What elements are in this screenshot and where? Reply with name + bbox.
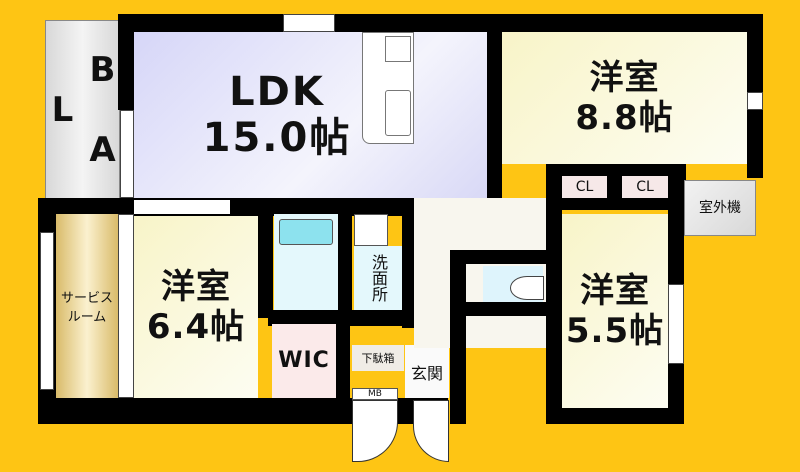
entrance-label: 玄関 xyxy=(410,363,443,383)
entrance-door[interactable] xyxy=(413,400,449,462)
wall xyxy=(268,198,413,216)
outdoor-unit: 室外機 xyxy=(684,180,756,236)
closet-label: CL xyxy=(636,179,654,195)
wall xyxy=(268,310,418,326)
wall xyxy=(258,198,273,318)
washroom-label: 洗面所 xyxy=(369,254,388,302)
window xyxy=(283,14,335,32)
window xyxy=(747,92,763,110)
closet-label: CL xyxy=(575,179,594,195)
room-name: 洋室 xyxy=(589,58,660,98)
window xyxy=(668,284,684,364)
bathtub-icon xyxy=(279,219,333,245)
room-size: 8.8帖 xyxy=(575,98,674,138)
service-room-line1: サービス xyxy=(60,291,113,306)
wall xyxy=(450,250,466,424)
western-room-5-5: 洋室 5.5帖 xyxy=(562,214,668,408)
washroom: 洗面所 xyxy=(354,246,402,310)
wall xyxy=(402,198,414,328)
balcony: B A L xyxy=(42,20,123,200)
wall xyxy=(338,214,352,312)
balcony-label: B A L xyxy=(42,50,123,170)
western-room-8-8: 洋室 8.8帖 xyxy=(502,32,747,164)
window xyxy=(118,214,134,398)
service-room-line2: ルーム xyxy=(67,310,107,325)
wall xyxy=(546,408,684,424)
room-size: 6.4帖 xyxy=(146,307,246,347)
meter-box-label: MB xyxy=(368,389,382,399)
wall xyxy=(487,14,502,214)
room-name: 洋室 xyxy=(161,267,231,307)
window xyxy=(40,232,54,390)
window xyxy=(120,110,134,198)
western-room-6-4: 洋室 6.4帖 xyxy=(134,216,258,398)
wall xyxy=(466,302,550,316)
ldk-size: 15.0帖 xyxy=(202,115,352,161)
walk-in-closet: WIC xyxy=(272,324,336,398)
outdoor-unit-label: 室外機 xyxy=(699,200,741,216)
stove-icon xyxy=(385,36,411,62)
shoe-box: 下駄箱 xyxy=(352,345,404,371)
wic-label: WIC xyxy=(278,348,330,373)
toilet-icon xyxy=(510,276,544,300)
sliding-door xyxy=(134,200,230,214)
sink-icon xyxy=(385,90,411,136)
wall xyxy=(118,14,763,32)
wall xyxy=(336,324,350,424)
closet-2: CL xyxy=(622,176,668,198)
door-swing xyxy=(352,400,398,462)
washing-machine-icon xyxy=(354,214,388,246)
room-size: 5.5帖 xyxy=(565,311,665,351)
wall xyxy=(546,198,562,424)
wall xyxy=(450,250,550,264)
service-room: サービス ルーム xyxy=(56,214,118,398)
meter-box: MB xyxy=(352,388,398,400)
shoe-box-label: 下駄箱 xyxy=(361,352,395,365)
ldk-name: LDK xyxy=(229,69,325,115)
room-name: 洋室 xyxy=(580,271,650,311)
entrance: 玄関 xyxy=(405,345,449,398)
wall xyxy=(118,14,134,110)
ldk-room: LDK 15.0帖 xyxy=(134,32,490,198)
closet-1: CL xyxy=(562,176,607,198)
